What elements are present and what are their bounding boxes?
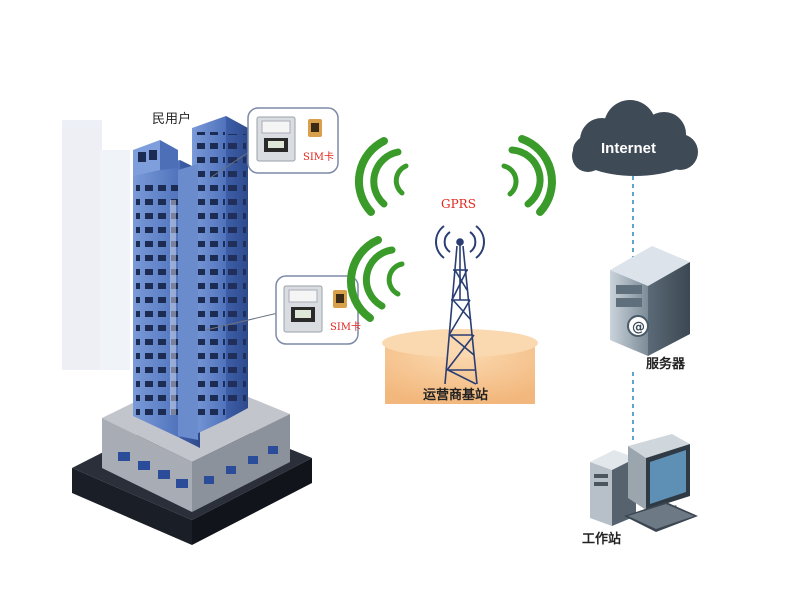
gas-meter-icon bbox=[256, 116, 296, 162]
cloud-icon bbox=[572, 100, 698, 176]
signal-tower-icon bbox=[435, 225, 485, 385]
gprs-label: GPRS bbox=[441, 197, 476, 211]
gas-meter-icon bbox=[283, 285, 323, 333]
signal-waves bbox=[346, 135, 556, 322]
callout-bottom: SIM卡 bbox=[205, 275, 361, 345]
sim-card-icon bbox=[308, 119, 322, 137]
sim-card-icon bbox=[333, 290, 347, 308]
workstation-label: 工作站 bbox=[582, 531, 621, 547]
svg-text:@: @ bbox=[632, 320, 645, 335]
background-skyline bbox=[62, 120, 130, 370]
server-label: 服务器 bbox=[646, 356, 686, 372]
workstation-icon bbox=[590, 434, 698, 532]
residential-label: 民用户 bbox=[152, 111, 191, 127]
residential-building bbox=[72, 116, 312, 545]
callout-top: SIM卡 bbox=[209, 107, 339, 179]
sim-card-label-top: SIM卡 bbox=[303, 150, 334, 163]
base-station-label: 运营商基站 bbox=[423, 387, 488, 403]
server-icon: @ bbox=[610, 246, 690, 356]
sim-card-label-bottom: SIM卡 bbox=[330, 320, 361, 333]
internet-label: Internet bbox=[601, 140, 656, 157]
